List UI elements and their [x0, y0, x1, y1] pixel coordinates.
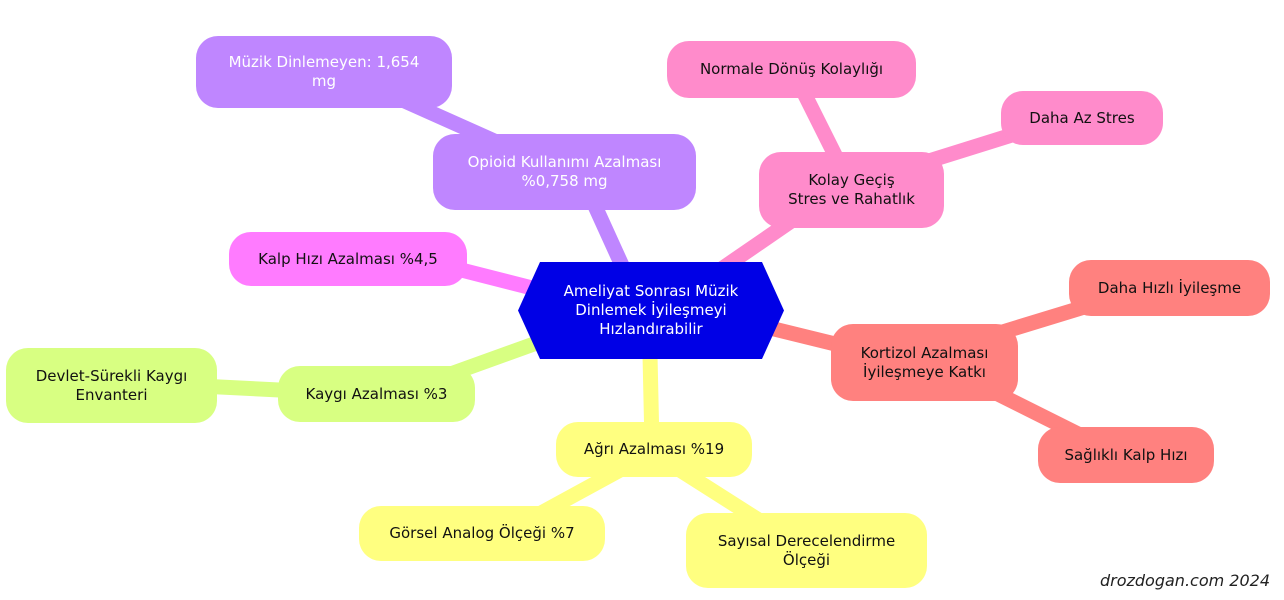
node-agri: Ağrı Azalması %19	[556, 422, 752, 477]
node-daha-az-stres: Daha Az Stres	[1001, 91, 1163, 145]
node-kalp-hizi: Kalp Hızı Azalması %4,5	[229, 232, 467, 286]
node-kortizol: Kortizol Azalması İyileşmeye Katkı	[831, 324, 1018, 401]
node-daha-hizli: Daha Hızlı İyileşme	[1069, 260, 1270, 316]
central-hexagon-shape	[518, 262, 784, 359]
node-gorsel-analog: Görsel Analog Ölçeği %7	[359, 506, 605, 561]
node-devlet-surekli: Devlet-Sürekli Kaygı Envanteri	[6, 348, 217, 423]
watermark-text: drozdogan.com 2024	[1099, 571, 1270, 590]
node-opioid: Opioid Kullanımı Azalması %0,758 mg	[433, 134, 696, 210]
central-node-label: Ameliyat Sonrası Müzik Dinlemek İyileşme…	[563, 282, 739, 338]
node-saglikli-kalp: Sağlıklı Kalp Hızı	[1038, 427, 1214, 483]
node-sayisal: Sayısal Derecelendirme Ölçeği	[686, 513, 927, 588]
central-node: Ameliyat Sonrası Müzik Dinlemek İyileşme…	[518, 262, 784, 359]
node-muzik-dinlemeyen: Müzik Dinlemeyen: 1,654 mg	[196, 36, 452, 108]
node-kaygi: Kaygı Azalması %3	[278, 366, 475, 422]
node-normale-donus: Normale Dönüş Kolaylığı	[667, 41, 916, 98]
edge-kolay-normale	[792, 77, 848, 173]
node-kolay-gecis: Kolay Geçiş Stres ve Rahatlık	[759, 152, 944, 228]
